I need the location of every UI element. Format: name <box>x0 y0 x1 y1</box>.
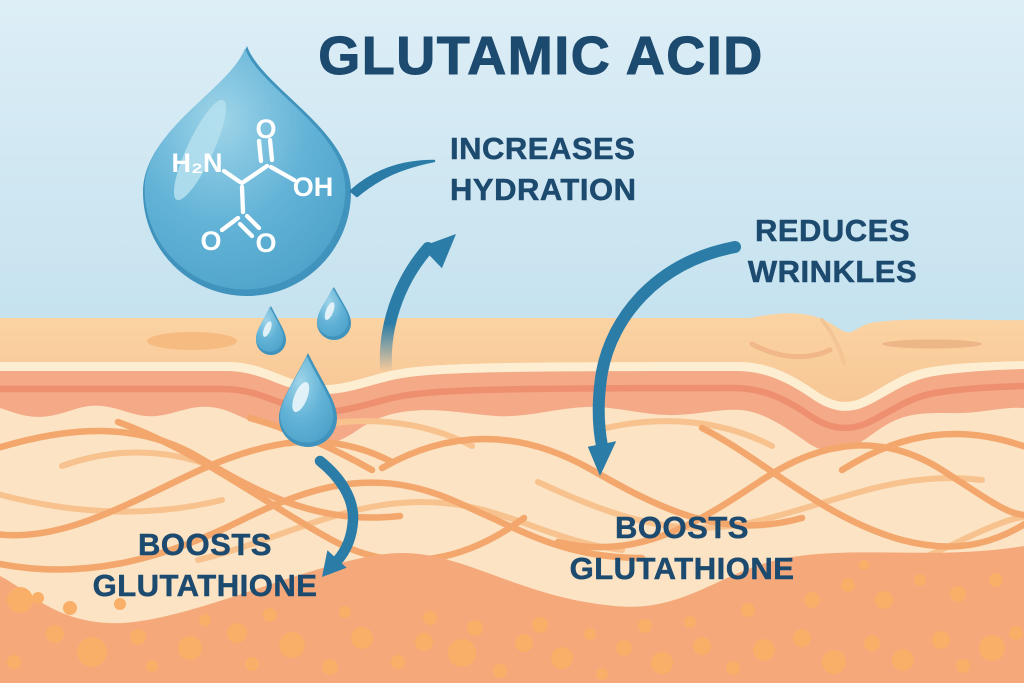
molecule-oxygen-top-label: O <box>255 114 276 144</box>
label-boosts-glutathione-right: BOOSTS GLUTATHIONE <box>532 507 832 589</box>
arrow-increases-hydration-icon <box>379 234 456 374</box>
droplet-highlight <box>173 99 227 201</box>
label-line: WRINKLES <box>747 254 918 290</box>
label-line: HYDRATION <box>450 172 637 208</box>
glutamic-acid-molecule: H₂N O OH O O <box>172 114 334 258</box>
label-line: GLUTATHIONE <box>92 568 318 604</box>
wrinkle-details <box>147 318 982 365</box>
label-line: GLUTATHIONE <box>569 551 795 587</box>
subcutaneous-layer <box>0 546 1024 683</box>
molecule-hydroxyl-label: OH <box>293 172 334 202</box>
arrow-boosts-glutathione-icon <box>314 455 359 577</box>
label-boosts-glutathione-left: BOOSTS GLUTATHIONE <box>55 524 355 606</box>
fat-cell-dots <box>7 560 1023 680</box>
label-line: BOOSTS <box>615 510 749 546</box>
arrow-reduces-wrinkles-icon <box>587 241 741 476</box>
label-reduces-wrinkles: REDUCES WRINKLES <box>730 210 935 292</box>
molecule-oxygen-left-label: O <box>200 226 221 256</box>
molecule-oxygen-right-label: O <box>255 228 276 258</box>
skin-dash <box>882 339 982 349</box>
label-line: INCREASES <box>450 131 636 167</box>
page-title: GLUTAMIC ACID <box>318 26 764 86</box>
wrinkle-fold-line <box>820 318 846 365</box>
wrinkle-crease-line <box>749 341 833 360</box>
molecule-amine-label: H₂N <box>172 148 223 178</box>
skin-spot <box>147 332 237 350</box>
falling-droplet <box>317 287 351 340</box>
falling-droplet <box>279 353 337 447</box>
connector-swoosh-icon <box>349 159 436 198</box>
label-increases-hydration: INCREASES HYDRATION <box>450 128 636 210</box>
molecule-bonds <box>219 137 297 239</box>
falling-droplet <box>256 306 286 355</box>
glutamic-acid-droplet-icon: H₂N O OH O O <box>143 46 351 296</box>
label-line: REDUCES <box>754 213 911 249</box>
falling-droplets <box>256 287 351 447</box>
label-line: BOOSTS <box>138 527 272 563</box>
